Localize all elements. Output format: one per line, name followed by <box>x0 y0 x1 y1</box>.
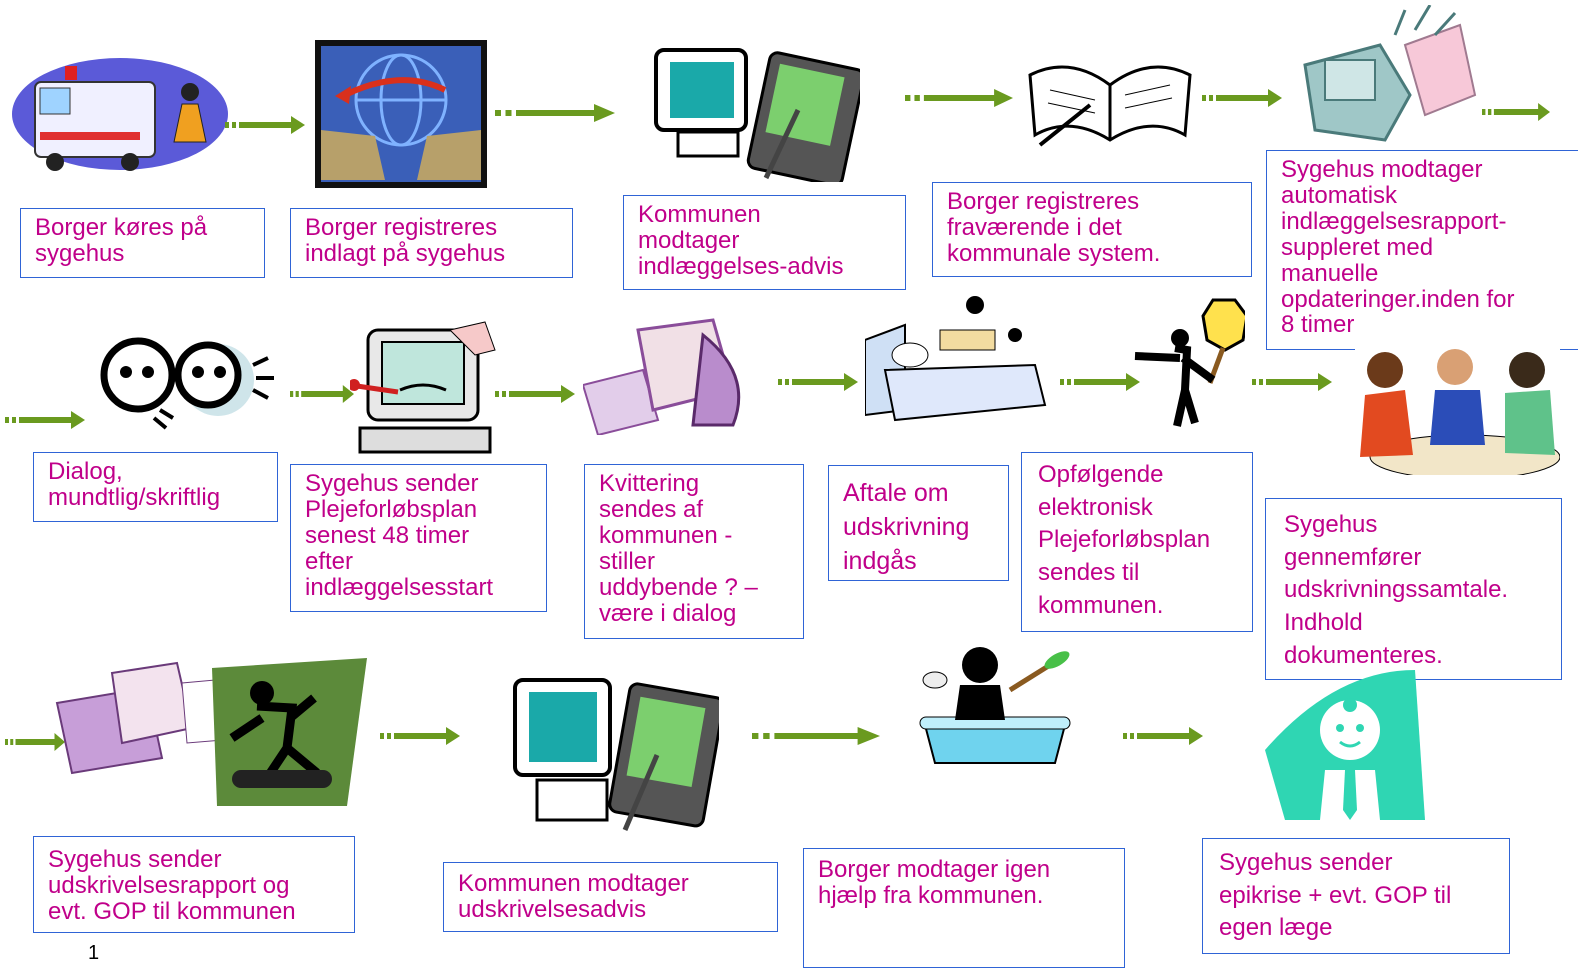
step-box-9: Aftale om udskrivning indgås <box>828 465 1009 581</box>
bath-person-clipart <box>919 647 1071 764</box>
flow-arrow <box>380 726 460 751</box>
network-computers-clipart <box>315 40 487 188</box>
step-box-8: Kvittering sendes af kommunen - stiller … <box>584 464 804 639</box>
calendar-book-clipart <box>1028 65 1192 147</box>
flow-arrow <box>778 372 858 397</box>
step-box-1: Borger køres på sygehus <box>20 208 265 278</box>
fax-treadmill-clipart <box>55 658 367 806</box>
step-box-10: Opfølgende elektronisk Plejeforløbsplan … <box>1021 452 1253 632</box>
flow-arrow <box>225 115 305 140</box>
flow-arrow <box>1202 88 1282 113</box>
step-box-3: Kommunen modtager indlæggelses-advis <box>623 195 906 290</box>
flow-arrow <box>1123 726 1203 751</box>
computer-pda-clipart <box>513 678 719 831</box>
bed-care-clipart <box>865 296 1047 422</box>
dialog-heads-clipart <box>100 337 274 430</box>
flow-arrow <box>1482 102 1552 127</box>
step-box-6: Dialog, mundtlig/skriftlig <box>33 452 278 522</box>
mail-envelope-clipart <box>583 318 741 435</box>
step-box-11: Sygehus gennemfører udskrivningssamtale.… <box>1265 498 1562 680</box>
flow-arrow <box>5 410 85 435</box>
step-box-15: Sygehus sender epikrise + evt. GOP til e… <box>1202 838 1510 954</box>
flow-arrow <box>905 88 1015 113</box>
step-box-7: Sygehus sender Plejeforløbsplan senest 4… <box>290 464 547 612</box>
doctor-clipart <box>1265 670 1425 820</box>
step-box-12: Sygehus sender udskrivelsesrapport og ev… <box>33 836 355 933</box>
step-box-4: Borger registreres fraværende i det komm… <box>932 182 1252 277</box>
flow-arrow <box>495 384 575 409</box>
meeting-people-clipart <box>1355 345 1560 475</box>
flow-arrow <box>290 384 355 409</box>
computer-pda-clipart <box>654 48 860 182</box>
flow-arrow <box>752 726 882 751</box>
flow-arrow <box>495 103 615 128</box>
stop-sign-person-clipart <box>1134 298 1245 427</box>
sick-computer-clipart <box>350 321 496 454</box>
step-box-2: Borger registreres indlagt på sygehus <box>290 208 573 278</box>
step-box-5: Sygehus modtager automatisk indlæggelses… <box>1266 150 1578 350</box>
page-number: 1 <box>88 942 100 964</box>
flow-arrow <box>1252 372 1332 397</box>
step-box-13: Kommunen modtager udskrivelsesadvis <box>443 862 778 932</box>
computer-fax-clipart <box>1303 5 1477 142</box>
step-box-14: Borger modtager igen hjælp fra kommunen. <box>803 848 1125 968</box>
ambulance-clipart <box>12 58 228 171</box>
